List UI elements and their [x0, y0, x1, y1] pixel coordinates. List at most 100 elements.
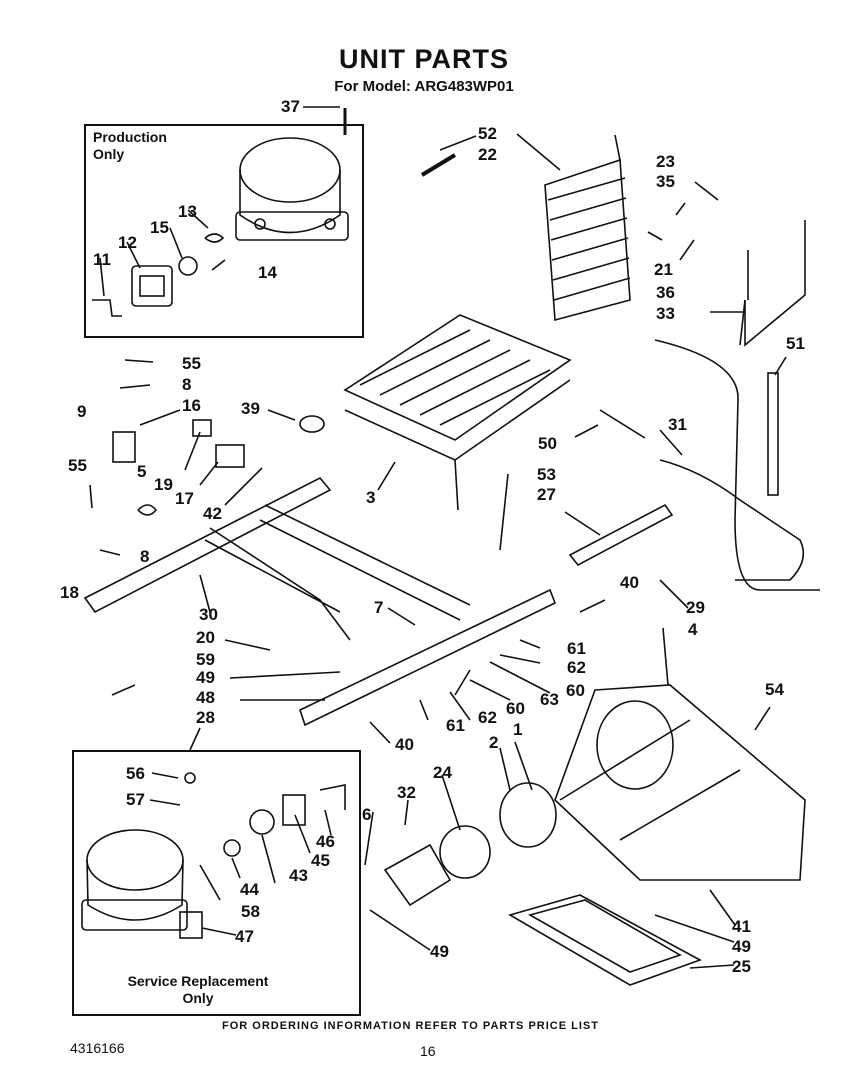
callout-17: 17: [175, 489, 194, 508]
page-number: 16: [420, 1043, 436, 1059]
callout-52: 52: [478, 124, 497, 143]
callout-21: 21: [654, 260, 673, 279]
part-19: [192, 419, 212, 437]
callout-13: 13: [178, 202, 197, 221]
production-only-box: [84, 124, 364, 338]
callout-25: 25: [732, 957, 751, 976]
callout-58: 58: [241, 902, 260, 921]
callout-35: 35: [656, 172, 675, 191]
service-replacement-box: [72, 750, 361, 1016]
callout-61a: 61: [567, 639, 586, 658]
callout-8b: 8: [140, 547, 150, 566]
callout-31: 31: [668, 415, 687, 434]
drier: [568, 503, 674, 567]
wire-33: [744, 220, 806, 347]
relay: [131, 265, 173, 307]
callout-50: 50: [538, 434, 557, 453]
callout-49b: 49: [732, 937, 751, 956]
callout-41: 41: [732, 917, 751, 936]
tube-31b: [659, 459, 805, 581]
callout-16: 16: [182, 396, 201, 415]
part-13: [204, 233, 225, 243]
callout-3: 3: [366, 488, 376, 507]
callout-24: 24: [433, 763, 452, 782]
callout-55b: 55: [68, 456, 87, 475]
document-number: 4316166: [70, 1040, 125, 1056]
callout-61b: 61: [446, 716, 465, 735]
callout-48: 48: [196, 688, 215, 707]
part-16: [112, 431, 136, 463]
callout-56: 56: [126, 764, 145, 783]
callout-55a: 55: [182, 354, 201, 373]
tube-31: [654, 339, 820, 591]
service-replacement-label: Service Replacement Only: [127, 973, 269, 1006]
callout-23: 23: [656, 152, 675, 171]
frame-rails: [83, 476, 557, 727]
callout-18: 18: [60, 583, 79, 602]
drain-pan: [507, 894, 702, 986]
callout-12: 12: [118, 233, 137, 252]
motor-mount-32: [383, 843, 452, 907]
model-subtitle: For Model: ARG483WP01: [334, 78, 514, 95]
callout-28: 28: [196, 708, 215, 727]
callout-27: 27: [537, 485, 556, 504]
callout-60a: 60: [566, 681, 585, 700]
part-17: [215, 444, 245, 468]
callout-6: 6: [362, 805, 372, 824]
callout-1: 1: [513, 720, 523, 739]
callout-20: 20: [196, 628, 215, 647]
callout-40b: 40: [395, 735, 414, 754]
callout-11: 11: [93, 250, 111, 269]
part-45: [282, 794, 306, 826]
compressor-production: [235, 137, 349, 241]
callout-49c: 49: [430, 942, 449, 961]
callout-62a: 62: [567, 658, 586, 677]
callout-43: 43: [289, 866, 308, 885]
callout-29: 29: [686, 598, 705, 617]
callout-19: 19: [154, 475, 173, 494]
callout-9: 9: [77, 402, 87, 421]
rail-48: [299, 588, 557, 727]
callout-45: 45: [311, 851, 330, 870]
condenser: [544, 134, 631, 322]
tube-51: [767, 372, 779, 496]
part-56: [184, 772, 196, 784]
callout-36: 36: [656, 283, 675, 302]
callout-49a: 49: [196, 668, 215, 687]
evaporator: [343, 314, 572, 511]
part-43: [249, 809, 275, 835]
callout-22: 22: [478, 145, 497, 164]
bracket-50: [599, 409, 646, 439]
fan-motor: [439, 825, 491, 879]
callout-46: 46: [316, 832, 335, 851]
tube-52: [420, 153, 457, 177]
callout-62b: 62: [478, 708, 497, 727]
callout-47: 47: [235, 927, 254, 946]
callout-30: 30: [199, 605, 218, 624]
callout-57: 57: [126, 790, 145, 809]
callout-39: 39: [241, 399, 260, 418]
callout-2: 2: [489, 733, 499, 752]
callout-14: 14: [258, 263, 277, 282]
callout-54: 54: [765, 680, 784, 699]
grommet-39: [299, 415, 325, 433]
fan-blade: [499, 782, 557, 848]
production-only-label: Production Only: [93, 129, 167, 162]
clip-11: [92, 299, 122, 317]
callout-33: 33: [656, 304, 675, 323]
callout-51: 51: [786, 334, 805, 353]
capacitor-47: [179, 911, 203, 939]
fan-bracket: [554, 684, 806, 881]
part-15: [178, 256, 198, 276]
callout-53: 53: [537, 465, 556, 484]
callout-37: 37: [281, 97, 300, 116]
callout-4: 4: [688, 620, 698, 639]
callout-15: 15: [150, 218, 169, 237]
page-title: UNIT PARTS: [339, 44, 509, 74]
callout-32: 32: [397, 783, 416, 802]
part-5: [137, 504, 158, 516]
callout-40a: 40: [620, 573, 639, 592]
part-44: [223, 839, 241, 857]
part-46: [319, 784, 346, 810]
